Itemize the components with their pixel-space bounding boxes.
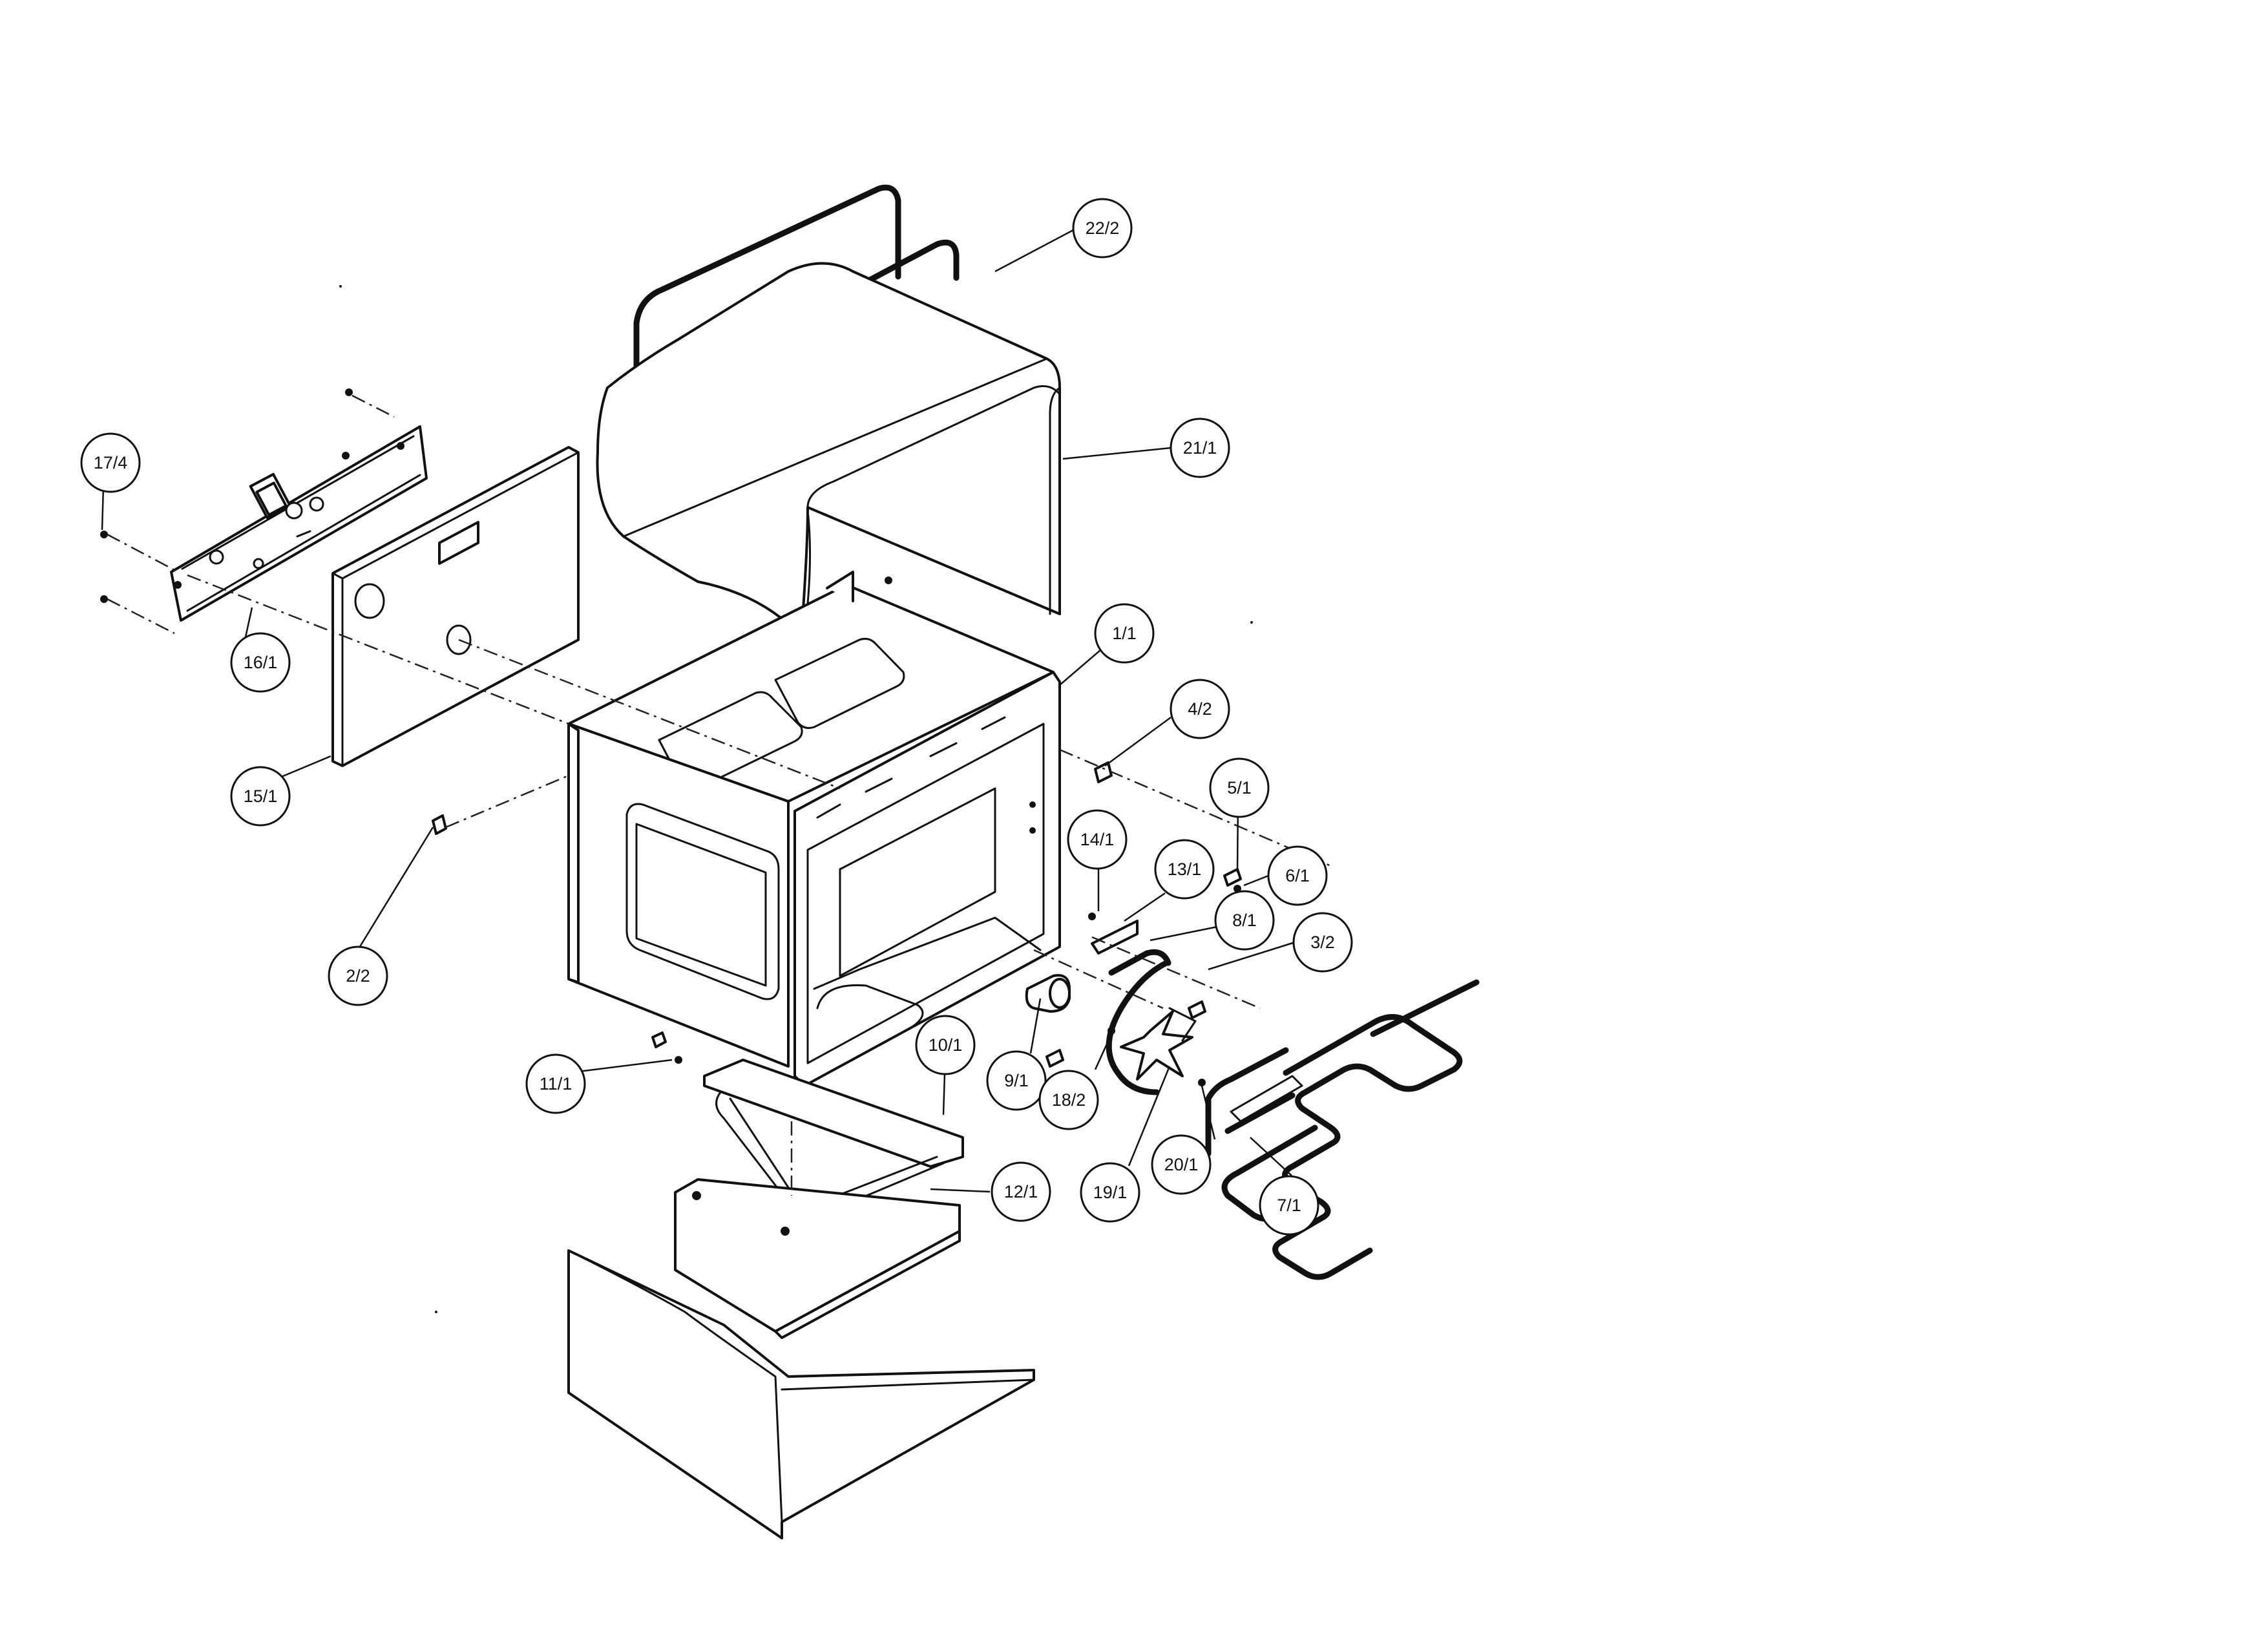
small-fasteners	[432, 761, 1242, 1086]
leader-lines	[101, 229, 1296, 1193]
callout-5-1: 5/1	[1209, 757, 1270, 818]
callout-8-1: 8/1	[1214, 890, 1275, 951]
callout-label: 5/1	[1227, 778, 1252, 798]
callout-21-1: 21/1	[1170, 417, 1230, 478]
lamp-holder-part	[1025, 974, 1071, 1013]
callout-3-2: 3/2	[1292, 912, 1353, 973]
fan-blade-part	[1120, 1007, 1197, 1081]
callout-10-1: 10/1	[915, 1015, 976, 1075]
callout-19-1: 19/1	[1080, 1162, 1140, 1223]
callout-label: 19/1	[1093, 1183, 1128, 1202]
callout-12-1: 12/1	[991, 1161, 1051, 1222]
callout-label: 20/1	[1164, 1155, 1199, 1174]
callout-label: 13/1	[1168, 860, 1202, 879]
oven-cavity-part	[567, 571, 1061, 1087]
callout-label: 2/2	[346, 966, 370, 986]
callout-label: 10/1	[929, 1035, 963, 1055]
callout-16-1: 16/1	[230, 632, 291, 693]
front-control-panel-part	[331, 446, 580, 767]
callout-label: 4/2	[1188, 699, 1212, 719]
fan-shroud-part	[1091, 920, 1171, 1095]
callout-label: 16/1	[244, 653, 278, 672]
callout-18-2: 18/2	[1038, 1070, 1099, 1130]
heating-element-part	[1205, 979, 1480, 1280]
callout-14-1: 14/1	[1067, 809, 1128, 870]
callout-label: 11/1	[540, 1074, 572, 1093]
outer-door-frame-part	[674, 1178, 961, 1339]
callout-label: 14/1	[1080, 830, 1115, 849]
callout-9-1: 9/1	[986, 1050, 1047, 1111]
callout-label: 15/1	[244, 787, 278, 806]
callout-label: 21/1	[1183, 438, 1217, 458]
callout-4-2: 4/2	[1170, 679, 1230, 739]
control-bracket-part	[100, 388, 428, 635]
callout-label: 12/1	[1004, 1182, 1038, 1201]
callout-label: 17/4	[94, 453, 128, 472]
callout-label: 18/2	[1052, 1090, 1086, 1110]
callout-label: 7/1	[1277, 1196, 1301, 1215]
callout-22-2: 22/2	[1072, 198, 1133, 259]
callout-13-1: 13/1	[1154, 839, 1215, 900]
callout-7-1: 7/1	[1259, 1175, 1319, 1236]
callout-label: 8/1	[1232, 911, 1257, 930]
callout-2-2: 2/2	[328, 945, 388, 1006]
callout-label: 9/1	[1004, 1071, 1029, 1090]
callout-1-1: 1/1	[1094, 603, 1155, 664]
callout-label: 22/2	[1086, 218, 1120, 238]
callout-17-4: 17/4	[80, 432, 141, 493]
callout-20-1: 20/1	[1151, 1134, 1212, 1195]
callout-label: 3/2	[1310, 933, 1335, 952]
callout-label: 6/1	[1285, 866, 1310, 885]
bottom-casing-part	[567, 1249, 1035, 1539]
callout-15-1: 15/1	[230, 766, 291, 827]
callout-6-1: 6/1	[1267, 845, 1328, 906]
callout-11-1: 11/1	[525, 1053, 586, 1114]
outer-casing-hood-part	[596, 262, 1061, 638]
callout-label: 1/1	[1112, 624, 1137, 643]
